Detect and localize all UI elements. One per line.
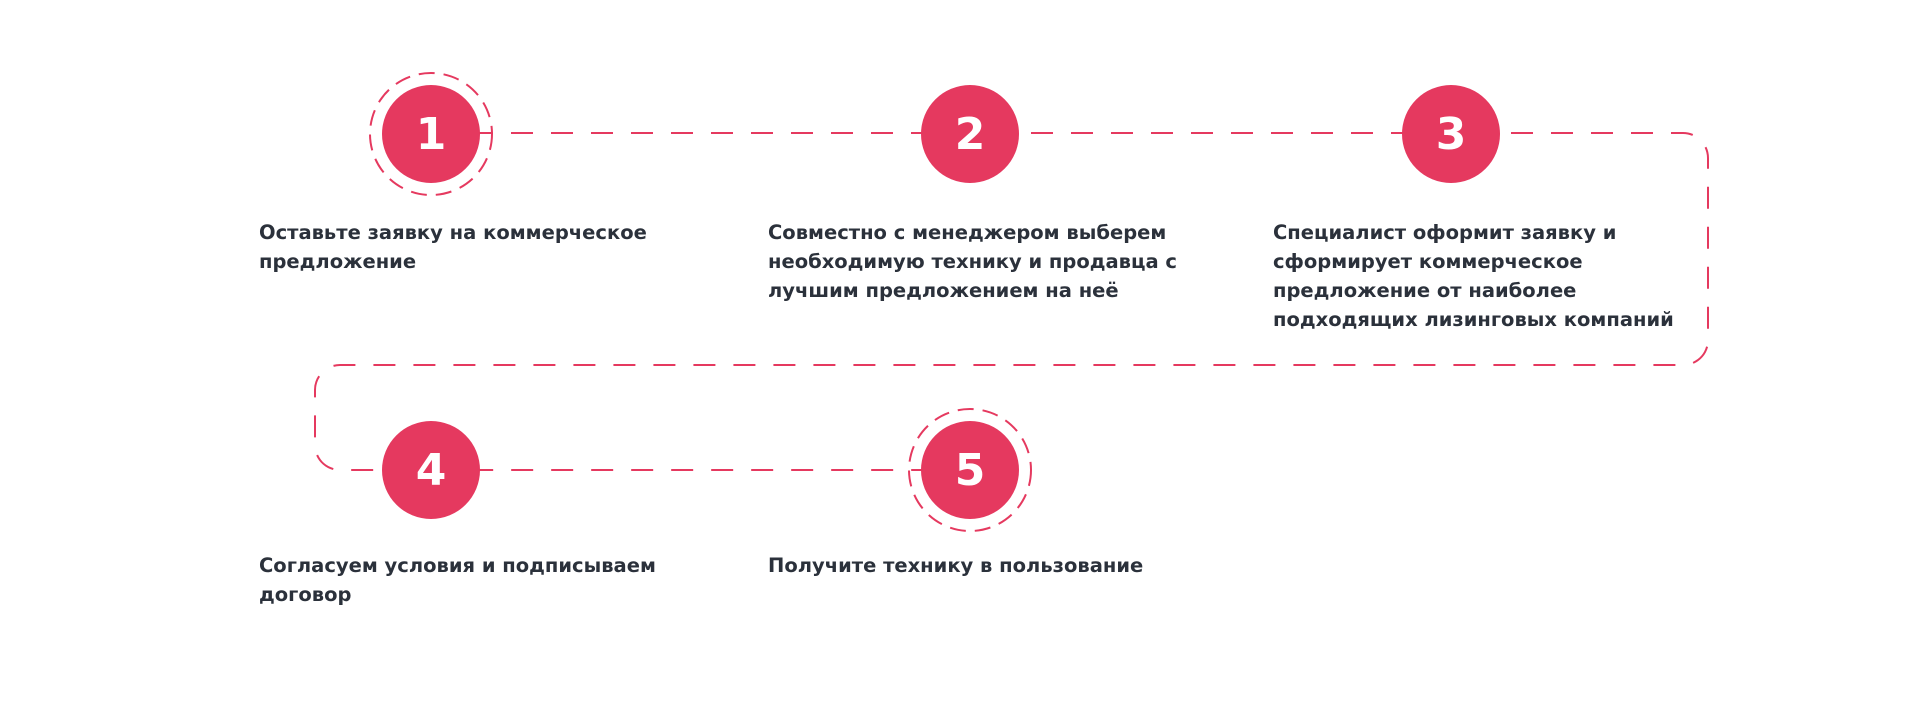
dashed-connector: [314, 132, 1709, 471]
step-5-circle: 5: [921, 421, 1019, 519]
step-1-text: Оставьте заявку на коммерческое предложе…: [259, 221, 647, 273]
step-number: 1: [415, 108, 447, 160]
step-5-text: Получите технику в пользование: [768, 554, 1144, 577]
highlight-ring-step-1: [369, 72, 493, 196]
step-number: 4: [415, 444, 447, 496]
step-4-text: Согласуем условия и подписываем договор: [259, 554, 656, 606]
step-3-text: Специалист оформит заявку и сформирует к…: [1273, 221, 1674, 331]
step-1-circle: 1: [382, 85, 480, 183]
step-number: 2: [954, 108, 986, 160]
step-2-circle: 2: [921, 85, 1019, 183]
highlight-ring-step-5: [908, 408, 1032, 532]
step-2-text: Совместно с менеджером выберем необходим…: [768, 221, 1177, 302]
step-3-circle: 3: [1402, 85, 1500, 183]
step-number: 5: [954, 444, 986, 496]
step-number: 3: [1435, 108, 1467, 160]
step-4-circle: 4: [382, 421, 480, 519]
